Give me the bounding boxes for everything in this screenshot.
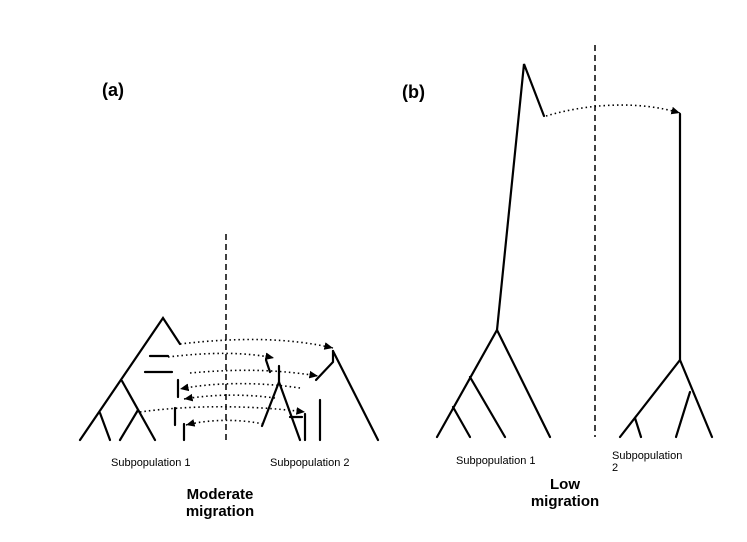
panel-b-diagram	[435, 45, 714, 439]
panel-a-diagram	[78, 234, 380, 442]
panel-a-subpopulation-1-label: Subpopulation 1	[111, 457, 191, 469]
panel-a-tree-right	[260, 349, 380, 442]
panel-a-label: (a)	[102, 80, 124, 100]
panel-b-subpopulation-2-label: Subpopulation 2	[612, 450, 682, 474]
panel-b-migration-arrow	[545, 104, 681, 117]
panel-b-tree-right	[618, 112, 714, 439]
panel-b-tree-left	[435, 63, 552, 439]
panel-a-tree-left	[78, 316, 186, 442]
panel-b-label: (b)	[402, 82, 425, 102]
panel-a-migration-arrows	[139, 338, 334, 427]
panel-a-caption-line1: Moderate	[186, 486, 254, 503]
panel-b-caption-line2: migration	[530, 493, 600, 510]
panel-a-subpopulation-2-label: Subpopulation 2	[270, 457, 350, 469]
panel-b-caption-line1: Low	[550, 476, 580, 493]
panel-a-caption-line2: migration	[185, 503, 255, 520]
panel-b-subpopulation-2-line2: 2	[612, 462, 619, 474]
panel-b-subpopulation-2-line1: Subpopulation	[612, 450, 683, 462]
panel-b-caption: Low migration	[525, 476, 605, 510]
panel-b-subpopulation-1-label: Subpopulation 1	[456, 455, 536, 467]
panel-a-caption: Moderate migration	[160, 486, 280, 520]
